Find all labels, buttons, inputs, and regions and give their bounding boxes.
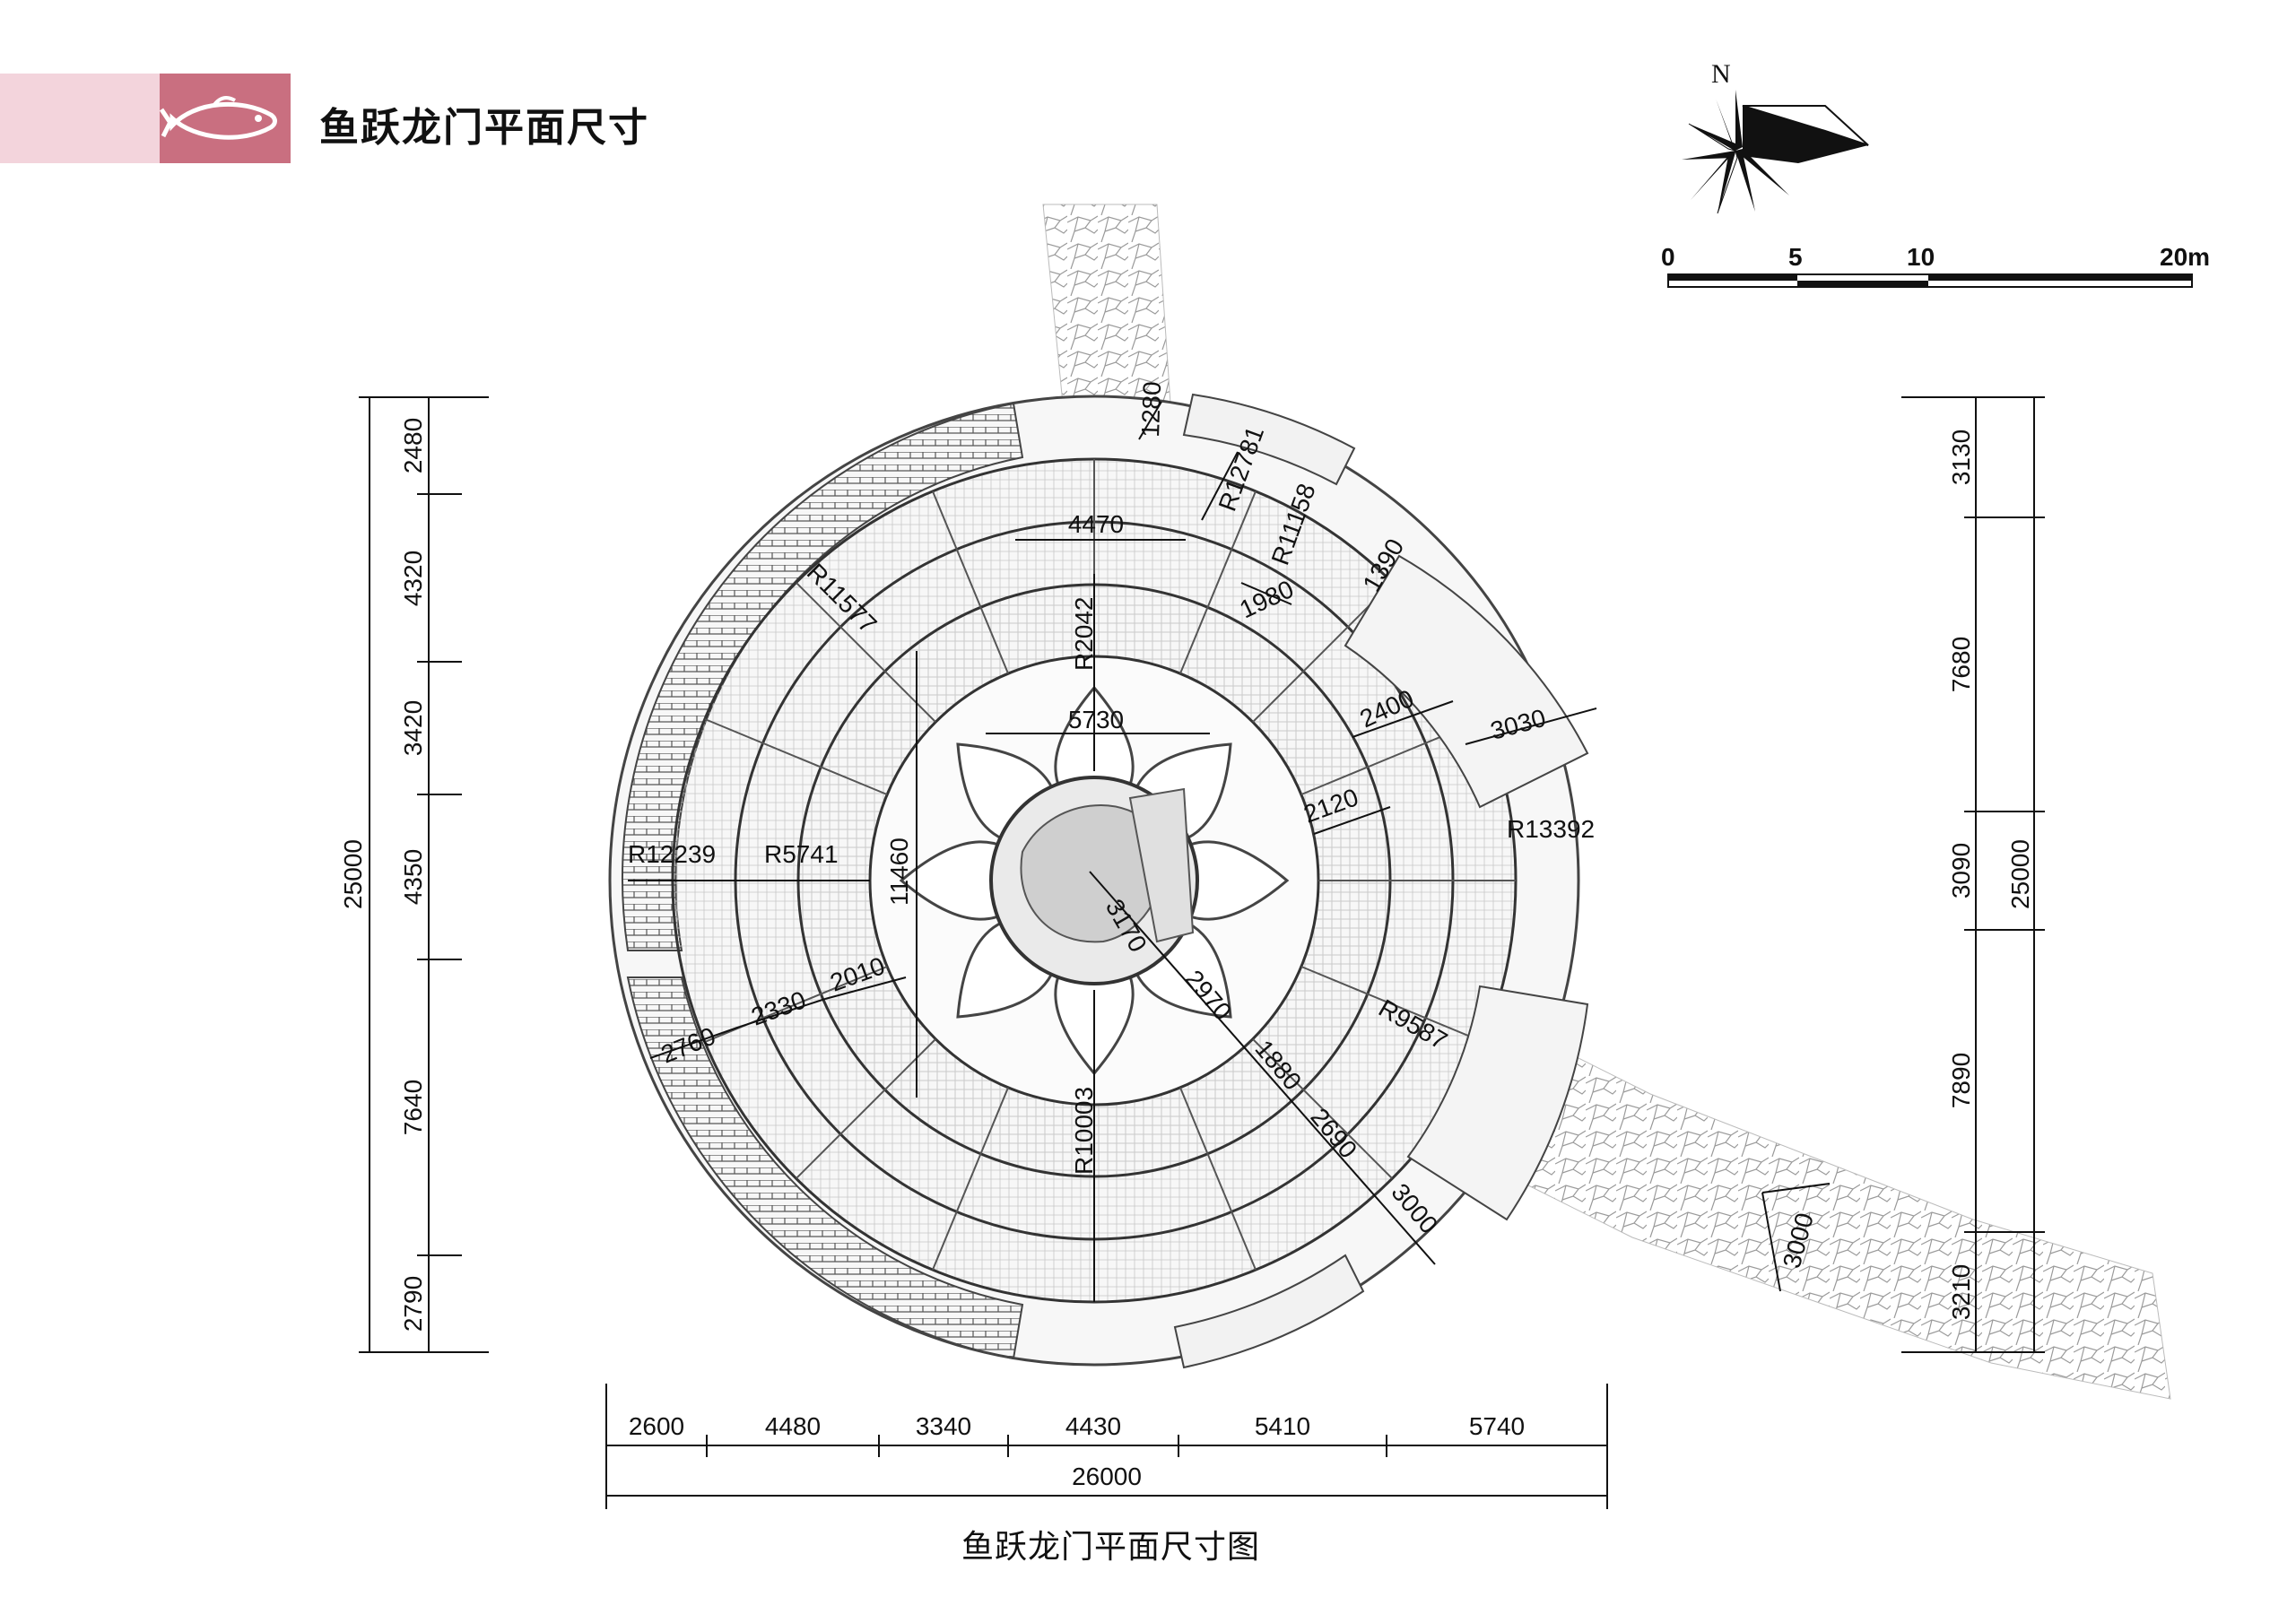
logo-box (160, 74, 291, 163)
southeast-stone-path (1524, 1048, 2171, 1400)
scale-label-0: 0 (1661, 243, 1675, 271)
ne-gate-segment (1182, 393, 1356, 486)
plan-dimension-lines (628, 401, 1831, 1302)
bottom-dim-5740: 5740 (1469, 1412, 1525, 1440)
right-dim-total: 25000 (2006, 839, 2034, 909)
left-dim-4350: 4350 (399, 849, 427, 905)
dim-r12239: R12239 (628, 840, 716, 868)
bottom-dim-total: 26000 (1072, 1462, 1142, 1490)
right-dimension-chain (1901, 396, 2045, 1353)
left-dim-4320: 4320 (399, 551, 427, 606)
dim-r5741: R5741 (764, 840, 839, 868)
right-dim-3090: 3090 (1947, 843, 1975, 898)
right-dim-7890: 7890 (1947, 1053, 1975, 1108)
scale-bar (1667, 273, 2193, 288)
north-stone-path (1042, 204, 1171, 404)
left-dim-3420: 3420 (399, 700, 427, 756)
s-gate-segment (1173, 1254, 1365, 1369)
circular-plaza (608, 393, 1589, 1369)
right-dim-3210: 3210 (1947, 1264, 1975, 1320)
dim-1280: 1280 (1136, 381, 1166, 438)
left-dim-total: 25000 (339, 839, 367, 909)
dim-11460: 11460 (885, 838, 913, 906)
dim-5730: 5730 (1068, 706, 1124, 733)
left-dim-2790: 2790 (399, 1276, 427, 1332)
east-wall-segment (1344, 554, 1589, 809)
dim-r2042: R2042 (1070, 596, 1098, 671)
header-band (0, 74, 160, 163)
north-label: N (1711, 59, 1731, 89)
bottom-dim-3340: 3340 (916, 1412, 971, 1440)
fish-icon (160, 96, 277, 140)
bottom-dim-4480: 4480 (765, 1412, 821, 1440)
dim-r10003: R10003 (1070, 1087, 1098, 1175)
right-dim-7680: 7680 (1947, 637, 1975, 692)
north-arrow-icon (1682, 90, 1869, 214)
bottom-dim-2600: 2600 (629, 1412, 684, 1440)
bottom-dim-4430: 4430 (1065, 1412, 1121, 1440)
west-brick-band (622, 402, 1024, 951)
dim-r13392: R13392 (1507, 815, 1595, 843)
left-dim-7640: 7640 (399, 1080, 427, 1135)
bottom-dim-5410: 5410 (1255, 1412, 1310, 1440)
right-dim-3130: 3130 (1947, 430, 1975, 485)
page-title: 鱼跃龙门平面尺寸 (319, 105, 649, 151)
scale-label-20m: 20m (2160, 243, 2210, 271)
scale-label-10: 10 (1907, 243, 1935, 271)
bottom-dimension-chain (605, 1384, 1608, 1509)
figure-caption: 鱼跃龙门平面尺寸图 (961, 1529, 1261, 1566)
scale-label-5: 5 (1788, 243, 1803, 271)
dim-4470: 4470 (1068, 510, 1124, 538)
se-wall-segment (1406, 985, 1589, 1221)
left-dimension-chain (359, 396, 489, 1353)
southwest-brick-band (626, 976, 1024, 1360)
left-dim-2480: 2480 (399, 418, 427, 473)
